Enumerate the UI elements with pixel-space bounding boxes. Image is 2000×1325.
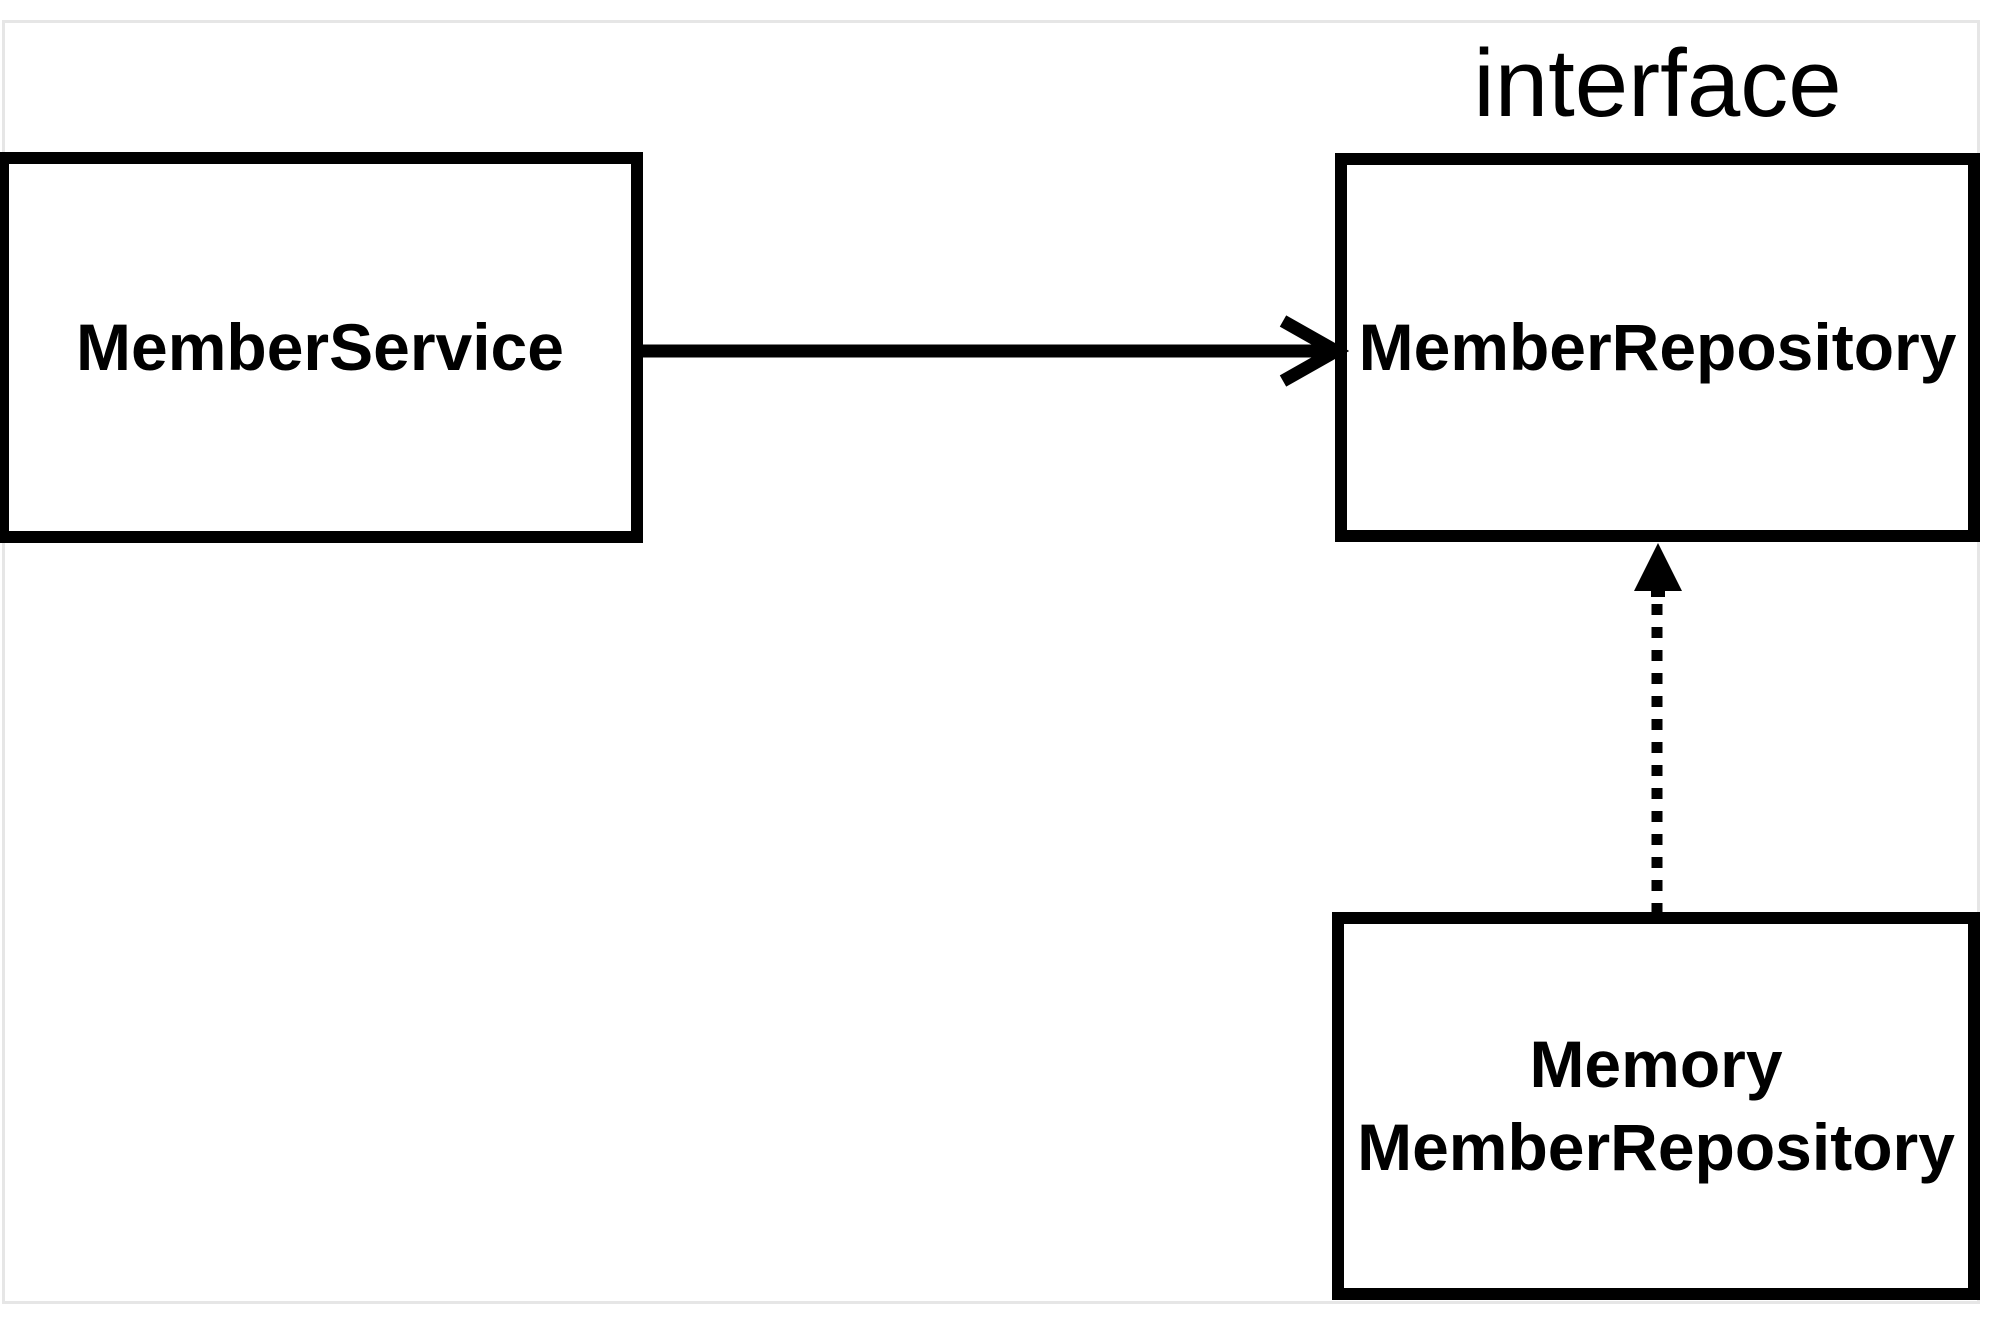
node-member-repository: MemberRepository xyxy=(1335,153,1980,542)
node-member-service-label: MemberService xyxy=(76,309,564,384)
node-memory-label-line2: MemberRepository xyxy=(1357,1110,1955,1184)
interface-stereotype-label: interface xyxy=(1473,30,1842,137)
node-member-service: MemberService xyxy=(0,152,643,543)
node-memory-member-repository-label: Memory MemberRepository xyxy=(1357,1023,1955,1189)
node-memory-member-repository: Memory MemberRepository xyxy=(1332,912,1980,1300)
node-member-repository-label: MemberRepository xyxy=(1358,309,1957,384)
node-memory-label-line1: Memory xyxy=(1529,1026,1783,1101)
